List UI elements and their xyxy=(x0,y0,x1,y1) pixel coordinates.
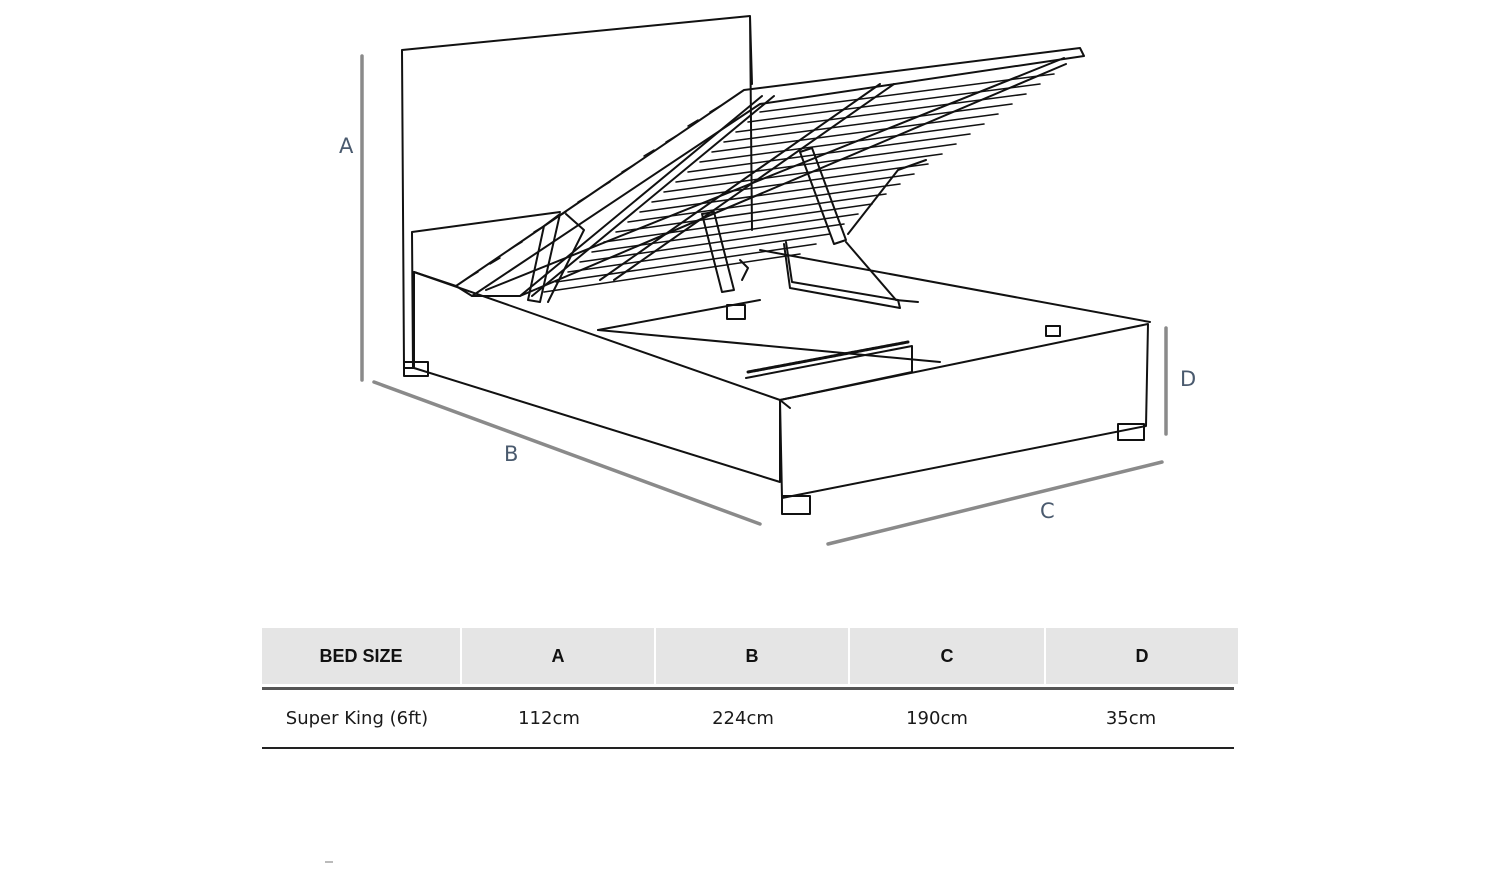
slat-caps xyxy=(467,105,721,279)
lift-bracket xyxy=(783,241,901,309)
bed-foot-front-right xyxy=(1117,423,1145,441)
bed-foot-middle xyxy=(726,304,746,320)
cell-b: 224cm xyxy=(712,708,774,729)
column-header-d: D xyxy=(1046,628,1238,684)
dimension-arrow-b xyxy=(372,380,762,526)
table-row: Super King (6ft) 112cm 224cm 190cm 35cm xyxy=(262,690,1238,747)
cell-d: 35cm xyxy=(1105,708,1157,729)
table-header-row: BED SIZE A B C D xyxy=(262,628,1238,684)
gas-strut-left xyxy=(527,213,561,303)
cell-bed-size: Super King (6ft) xyxy=(285,708,429,729)
dimension-arrows xyxy=(360,54,1168,546)
bed-foot-front-left xyxy=(781,495,811,515)
column-header-bed-size: BED SIZE xyxy=(262,628,460,684)
column-header-c: C xyxy=(850,628,1044,684)
cell-c: 190cm xyxy=(906,708,968,729)
table-bottom-rule xyxy=(262,747,1234,749)
dimension-label-d: D xyxy=(1180,367,1197,391)
dimension-label-c: C xyxy=(1040,499,1055,523)
dimension-arrow-c xyxy=(826,460,1164,546)
base-side-rail xyxy=(413,271,781,483)
bed-line-drawing xyxy=(401,15,1151,515)
headboard xyxy=(401,15,753,369)
base-foot-panel xyxy=(779,323,1149,499)
cell-a: 112cm xyxy=(518,708,580,729)
dimension-label-a: A xyxy=(339,134,354,158)
bed-dimension-diagram xyxy=(360,15,1168,546)
gas-strut-right xyxy=(799,147,847,245)
bed-size-spec-table: BED SIZE A B C D Super King (6ft) 112cm … xyxy=(262,628,1238,749)
column-header-a: A xyxy=(462,628,654,684)
dimension-label-b: B xyxy=(504,442,519,466)
header-divider xyxy=(262,687,1234,690)
headboard-foot xyxy=(403,361,429,377)
stray-mark xyxy=(325,861,333,863)
column-header-b: B xyxy=(656,628,848,684)
slats xyxy=(543,73,1055,293)
gas-strut-middle xyxy=(701,211,735,293)
